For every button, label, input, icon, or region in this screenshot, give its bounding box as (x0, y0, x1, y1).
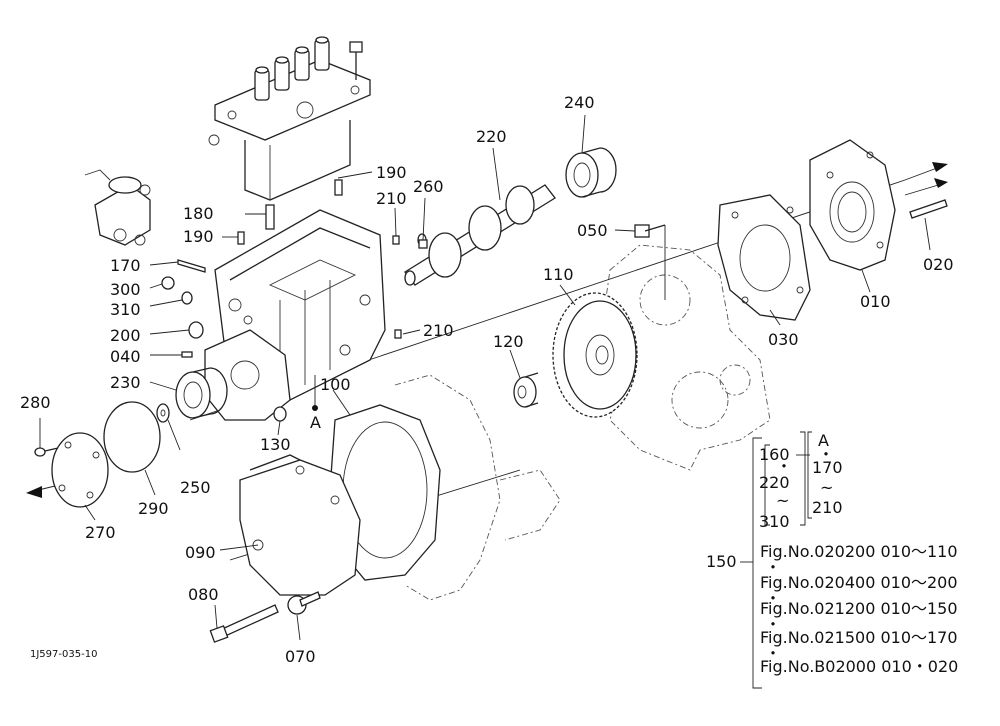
kit-ref-1: Fig.No.020200 010～110 (760, 542, 958, 561)
mark-a-point (312, 375, 318, 411)
kit-ref-dot-2: ・ (765, 589, 781, 608)
callout-080: 080 (188, 585, 219, 604)
callout-300: 300 (110, 280, 141, 299)
kit-right-top: A (818, 431, 829, 450)
callout-100: 100 (320, 375, 351, 394)
washer-250 (156, 403, 170, 423)
kit-reference-block: 160 ・ 220 ~ 310 A ・ 170 ~ 210 150 Fig.No… (706, 431, 958, 689)
o-ring-290 (103, 401, 161, 473)
mark-a-label: A (310, 413, 321, 432)
bolt-070 (287, 591, 321, 615)
kit-ref-dot-3: ・ (765, 615, 781, 634)
studs-pins (177, 179, 402, 358)
drawing-code: 1J597-035-10 (30, 649, 97, 660)
callout-190a: 190 (376, 163, 407, 182)
kit-ref-dot-1: ・ (765, 558, 781, 577)
kit-left-bot: 310 (759, 512, 790, 531)
callout-labels: 010 020 030 040 050 070 080 090 100 110 … (20, 93, 954, 666)
callout-310: 310 (110, 300, 141, 319)
kit-ref-2: Fig.No.020400 010～200 (760, 573, 958, 592)
callout-010: 010 (860, 292, 891, 311)
callout-240: 240 (564, 93, 595, 112)
kit-left-top: 160 (759, 445, 790, 464)
leader-lines (39, 114, 931, 641)
callout-020: 020 (923, 255, 954, 274)
callout-210b: 210 (423, 321, 454, 340)
kit-left-mid: 220 (759, 473, 790, 492)
callout-180: 180 (183, 204, 214, 223)
kit-ref-4: Fig.No.021500 010～170 (760, 628, 958, 647)
cover-010 (809, 139, 896, 271)
gasket-030 (717, 194, 811, 321)
bearing-240 (565, 147, 617, 198)
callout-220: 220 (476, 127, 507, 146)
kit-right-bot: 210 (812, 498, 843, 517)
kit-ref-5: Fig.No.B02000 010・020 (760, 657, 958, 676)
callout-090: 090 (185, 543, 216, 562)
kit-left-dot: ・ (776, 457, 792, 476)
callout-190b: 190 (183, 227, 214, 246)
governor-housing (204, 209, 386, 421)
gear-110 (552, 292, 638, 418)
bolt-050 (634, 224, 666, 238)
callout-270: 270 (85, 523, 116, 542)
stud-020 (909, 199, 948, 219)
kit-right-dot: ・ (818, 445, 834, 464)
kit-right-tilde: ~ (820, 478, 833, 497)
callout-260: 260 (413, 177, 444, 196)
camshaft (404, 184, 556, 286)
callout-120: 120 (493, 332, 524, 351)
kit-ref-3: Fig.No.021200 010～150 (760, 599, 958, 618)
callout-070: 070 (285, 647, 316, 666)
kit-ref-dot-4: ・ (765, 644, 781, 663)
bolt-080 (209, 604, 279, 643)
callout-040: 040 (110, 347, 141, 366)
kit-right-mid: 170 (812, 458, 843, 477)
callout-050: 050 (577, 221, 608, 240)
kit-left-tilde: ~ (776, 491, 789, 510)
callout-280: 280 (20, 393, 51, 412)
nut-120 (513, 372, 539, 408)
callout-250: 250 (180, 478, 211, 497)
feed-pump (84, 169, 151, 246)
callout-290: 290 (138, 499, 169, 518)
cover-plate-270 (51, 432, 109, 508)
bearing-230 (175, 367, 228, 419)
callout-230: 230 (110, 373, 141, 392)
gear-case-090 (239, 454, 361, 596)
callout-110: 110 (543, 265, 574, 284)
callout-030: 030 (768, 330, 799, 349)
callout-210a: 210 (376, 189, 407, 208)
callout-130: 130 (260, 435, 291, 454)
callout-170: 170 (110, 256, 141, 275)
kit-group-150: 150 (706, 552, 737, 571)
callout-200: 200 (110, 326, 141, 345)
injection-pump (208, 36, 371, 201)
